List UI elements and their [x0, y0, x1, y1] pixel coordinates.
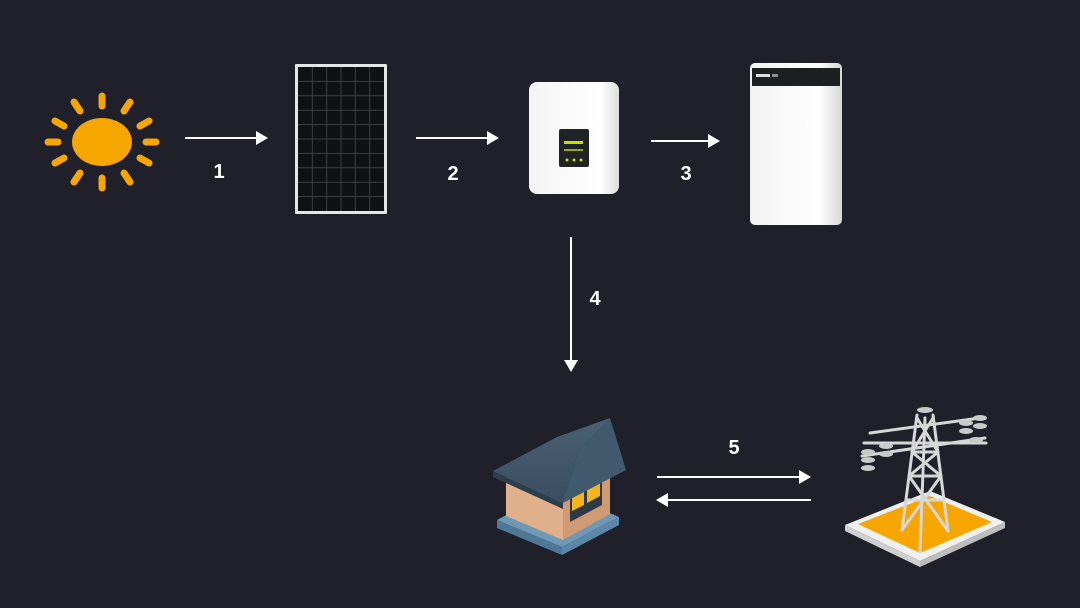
battery-storage-icon — [750, 63, 842, 225]
arrow-5-to-grid — [657, 470, 811, 484]
step-label-1: 1 — [213, 161, 225, 183]
sun-icon — [44, 92, 160, 192]
step-label-4: 4 — [589, 288, 601, 310]
inverter-icon — [529, 82, 619, 194]
transmission-tower-icon — [845, 407, 1005, 567]
step-label-3: 3 — [680, 163, 692, 185]
step-label-5: 5 — [728, 437, 740, 459]
solar-panel-icon — [295, 64, 387, 214]
arrow-2 — [416, 131, 499, 145]
arrow-1 — [185, 131, 268, 145]
arrow-4 — [564, 237, 578, 372]
arrow-3 — [651, 134, 720, 148]
house-icon — [493, 418, 626, 555]
step-label-2: 2 — [447, 163, 459, 185]
arrow-5-to-house — [656, 493, 811, 507]
